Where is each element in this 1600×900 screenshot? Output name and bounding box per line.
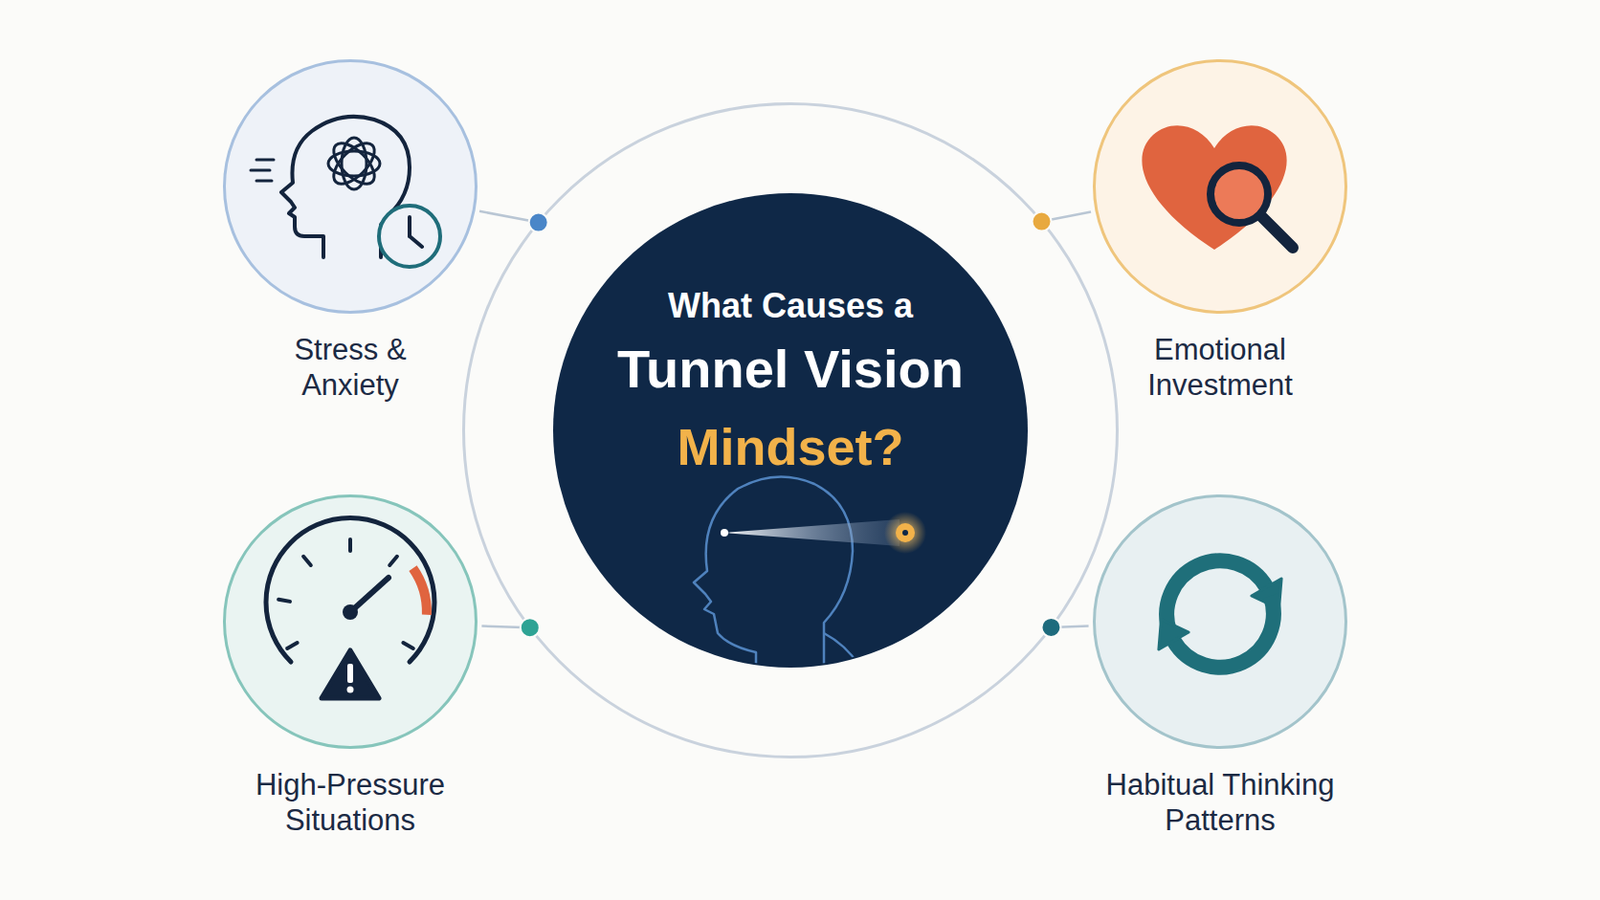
center-disk [553, 193, 1028, 668]
cause-circle-outline [1094, 61, 1347, 313]
cause-circle-outline [224, 496, 477, 749]
cause-circle: High-Pressure Situations [197, 494, 504, 839]
cause-circle: Stress & Anxiety [197, 59, 504, 403]
connector-line [1050, 626, 1089, 628]
node-texts: Emotional Investment [1105, 333, 1335, 403]
cause-circle-outline [224, 61, 477, 313]
node-texts: What Causes a Tunnel VisionMindset? [570, 287, 1011, 477]
connector-line [1042, 211, 1092, 222]
cause-label: Emotional Investment [1105, 333, 1335, 403]
central-circle: What Causes a Tunnel VisionMindset? [462, 102, 1119, 759]
outer-ring [464, 104, 1118, 758]
connector-line [479, 211, 539, 223]
node-texts: Stress & Anxiety [254, 333, 446, 403]
cause-circle: Habitual Thinking Patterns [1066, 494, 1374, 839]
node-texts: Habitual Thinking Patterns [1081, 768, 1359, 839]
node-outline [1066, 494, 1374, 750]
cause-label: High-Pressure Situations [225, 768, 475, 839]
cause-label: Stress & Anxiety [254, 333, 446, 403]
connector-line [481, 626, 530, 629]
connector-group [1041, 618, 1089, 638]
node-outline [1066, 59, 1374, 314]
title-text: Tunnel Vision [617, 339, 964, 400]
cause-label: Habitual Thinking Patterns [1081, 768, 1359, 839]
node-texts: High-Pressure Situations [225, 768, 475, 839]
title-text: Mindset? [677, 419, 905, 476]
node-outline [197, 494, 504, 750]
cause-circle-outline [1094, 496, 1347, 749]
title-text: What Causes a [667, 287, 913, 326]
node-outline [197, 59, 504, 314]
cause-circle: Emotional Investment [1066, 59, 1374, 403]
